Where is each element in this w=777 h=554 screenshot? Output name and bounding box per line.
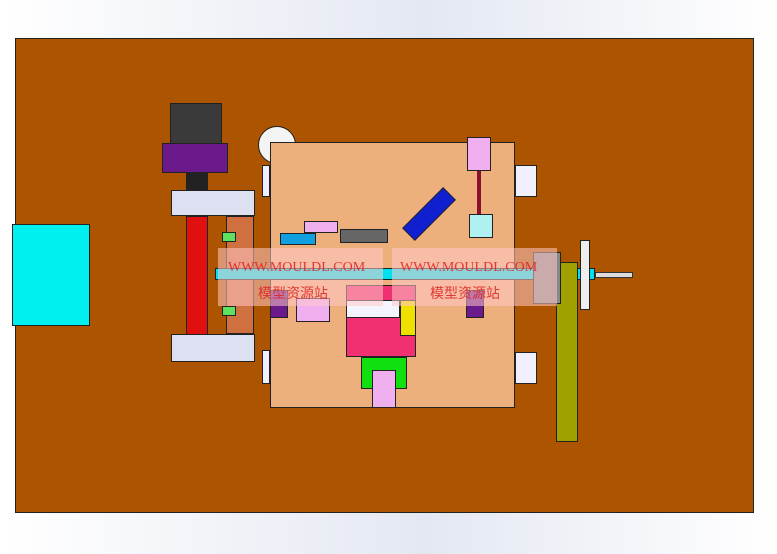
pink-block: [304, 221, 338, 233]
green-clip-bottom: [222, 306, 236, 316]
red-cylinder: [186, 216, 208, 336]
cyan-guide: [469, 214, 493, 238]
olive-arm: [556, 262, 578, 442]
watermark-cn-right: 模型资源站: [430, 287, 500, 302]
green-clip-top: [222, 232, 236, 242]
clamp-left-top: [262, 165, 270, 197]
slider-rod: [477, 171, 481, 216]
watermark-cn-left: 模型资源站: [258, 287, 328, 302]
pink-bottom-block: [372, 370, 396, 408]
watermark-band-right: [392, 248, 557, 306]
gear-disk: [580, 240, 590, 310]
watermark-band-left: [218, 248, 383, 306]
cyan-connector: [280, 233, 316, 245]
watermark-url-right: WWW.MOULDL.COM: [400, 260, 538, 275]
shaft-end: [595, 272, 633, 278]
clamp-left-bottom: [262, 350, 270, 384]
watermark-url-left: WWW.MOULDL.COM: [228, 260, 366, 275]
cyan-block: [12, 224, 90, 326]
motor-flange: [162, 143, 228, 173]
gray-bar: [340, 229, 388, 243]
bottom-bracket: [171, 334, 255, 362]
clamp-bottom-right: [515, 352, 537, 384]
pink-slider-top: [467, 137, 491, 171]
clamp-top-right: [515, 165, 537, 197]
top-bracket: [171, 190, 255, 216]
